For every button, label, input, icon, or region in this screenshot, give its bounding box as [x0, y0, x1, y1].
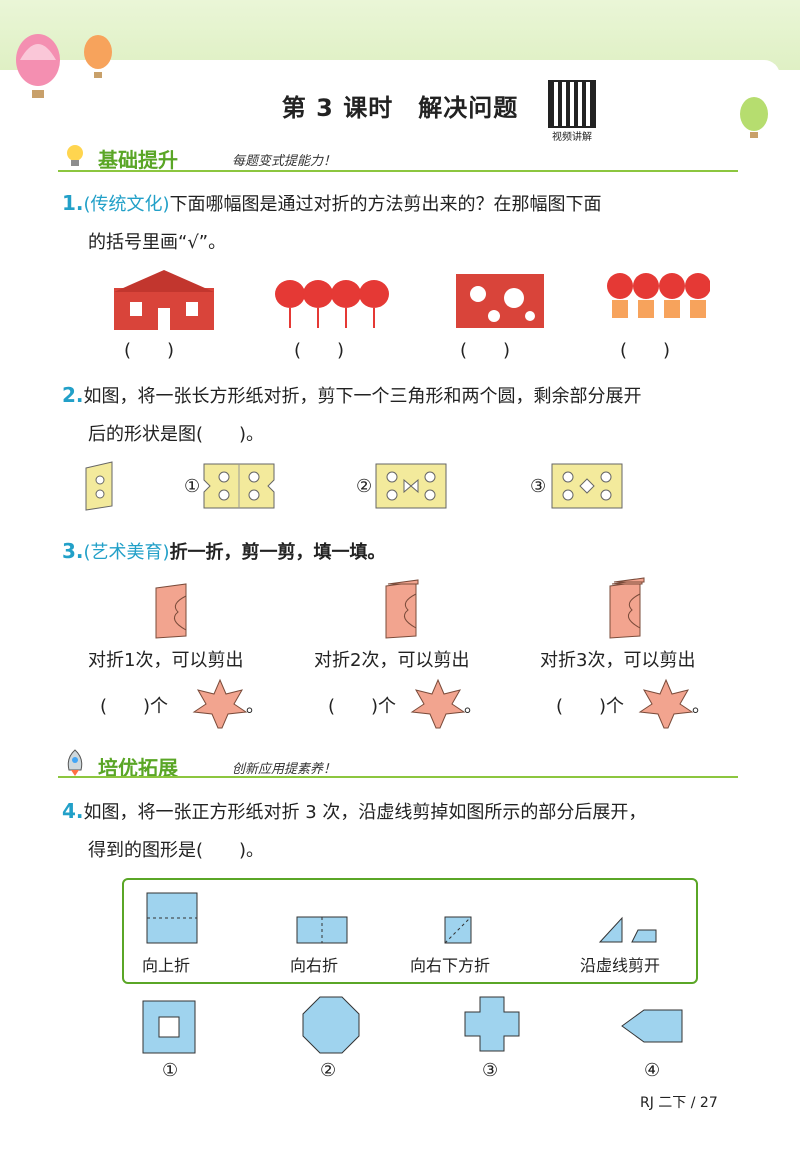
q3-caption-3: 对折3次，可以剪出	[540, 650, 696, 671]
q3-answer-blank-2[interactable]: ( )个	[328, 696, 397, 717]
q4-text: 如图，将一张正方形纸对折 3 次，沿虚线剪掉如图所示的部分后展开，	[83, 802, 647, 823]
leaf-icon	[638, 678, 694, 729]
q4-option-1-shape[interactable]	[142, 1000, 196, 1054]
q1-answer-blank-2[interactable]: ( )	[294, 340, 345, 361]
q1-answer-blank-4[interactable]: ( )	[620, 340, 671, 361]
q4-number: 4.	[62, 799, 84, 823]
header-card	[20, 60, 780, 160]
q2-line2: 后的形状是图( )。	[88, 424, 265, 445]
q3-line: 3.(艺术美育)折一折，剪一剪，填一填。	[62, 534, 386, 570]
q3-answer-blank-1[interactable]: ( )个	[100, 696, 169, 717]
q2-option-3-shape[interactable]	[550, 462, 624, 510]
q4-line2: 得到的图形是( )。	[88, 840, 265, 861]
q1-line1: 1.(传统文化)下面哪幅图是通过对折的方法剪出来的？在那幅图下面	[62, 186, 752, 222]
q1-answer-blank-3[interactable]: ( )	[460, 340, 511, 361]
q3-answer-blank-3[interactable]: ( )个	[556, 696, 625, 717]
step-small-square-image	[444, 916, 472, 944]
section-title-basic: 基础提升	[98, 148, 178, 172]
q2-option-1-shape[interactable]	[202, 462, 276, 510]
q2-line1: 2.如图，将一张长方形纸对折，剪下一个三角形和两个圆，剩余部分展开	[62, 378, 762, 414]
q2-option-label-3: ③	[530, 476, 547, 497]
section-subtitle-basic: 每题变式提能力！	[232, 154, 337, 169]
section-divider	[58, 776, 738, 778]
q3-caption-1: 对折1次，可以剪出	[88, 650, 244, 671]
q3-tag: (艺术美育)	[83, 542, 170, 563]
folded-paper-2fold-image	[385, 579, 419, 639]
folded-paper-1fold-image	[155, 583, 187, 639]
q2-text: 如图，将一张长方形纸对折，剪下一个三角形和两个圆，剩余部分展开	[83, 386, 642, 407]
q1-text: 下面哪幅图是通过对折的方法剪出来的？在那幅图下面	[169, 194, 602, 215]
q4-option-2-shape[interactable]	[302, 996, 360, 1054]
q3-end-3: 。	[692, 696, 710, 717]
papercut-flowers-image	[456, 274, 544, 328]
q4-option-4-shape[interactable]	[620, 1008, 684, 1046]
q4-steps-box	[122, 878, 698, 984]
folded-paper-image	[85, 461, 113, 511]
page-number: RJ 二下 / 27	[640, 1095, 718, 1111]
q1-number: 1.	[62, 191, 84, 215]
q4-step-label-4: 沿虚线剪开	[580, 956, 661, 975]
step-rectangle-image	[296, 916, 348, 944]
q1-answer-blank-1[interactable]: ( )	[124, 340, 175, 361]
q4-option-label-1: ①	[162, 1060, 179, 1081]
q2-option-2-shape[interactable]	[374, 462, 448, 510]
balloon-icon	[16, 34, 112, 98]
q4-option-label-4: ④	[644, 1060, 661, 1081]
q4-step-label-3: 向右下方折	[410, 956, 491, 975]
q4-line1: 4.如图，将一张正方形纸对折 3 次，沿虚线剪掉如图所示的部分后展开，	[62, 794, 762, 830]
balloon-icon	[740, 97, 768, 138]
qr-label: 视频讲解	[552, 132, 592, 143]
leaf-icon	[192, 678, 248, 729]
page-title: 第 3 课时 解决问题	[281, 94, 519, 122]
leaf-icon	[410, 678, 466, 729]
q1-tag: (传统文化)	[83, 194, 170, 215]
lightbulb-icon	[67, 145, 83, 166]
folded-paper-3fold-image	[609, 577, 645, 639]
section-subtitle-advanced: 创新应用提素养！	[232, 762, 337, 777]
q2-number: 2.	[62, 383, 84, 407]
q1-line2: 的括号里画“√”。	[88, 232, 227, 253]
section-divider	[58, 170, 738, 172]
q4-step-label-1: 向上折	[142, 956, 191, 975]
step-cut-triangles-image	[598, 916, 657, 943]
q3-end-1: 。	[246, 696, 264, 717]
q4-option-label-2: ②	[320, 1060, 337, 1081]
lanterns-image	[275, 280, 389, 328]
paper-people-image	[607, 273, 710, 318]
q3-end-2: 。	[464, 696, 482, 717]
papercut-house-image	[114, 270, 214, 330]
q4-option-3-shape[interactable]	[464, 996, 520, 1052]
q4-option-label-3: ③	[482, 1060, 499, 1081]
q3-caption-2: 对折2次，可以剪出	[314, 650, 470, 671]
q3-number: 3.	[62, 539, 84, 563]
q3-text: 折一折，剪一剪，填一填。	[169, 542, 386, 563]
step-square-image	[146, 892, 198, 944]
q2-option-label-2: ②	[356, 476, 373, 497]
rocket-icon	[67, 749, 83, 776]
q4-step-label-2: 向右折	[290, 956, 339, 975]
q2-option-label-1: ①	[184, 476, 201, 497]
header-band	[0, 0, 800, 70]
qr-code-icon[interactable]	[548, 80, 596, 128]
